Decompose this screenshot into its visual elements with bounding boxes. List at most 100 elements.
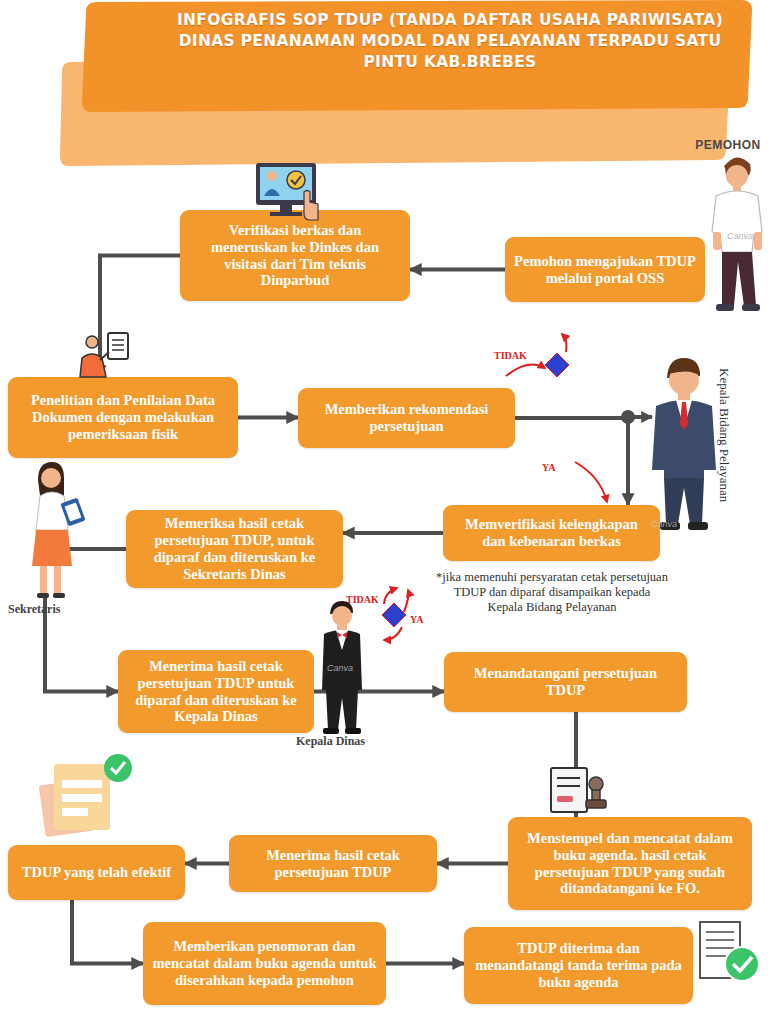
flow-arrow (515, 418, 628, 505)
decision-marker-part (404, 590, 409, 612)
stamp-icon-part (586, 800, 606, 808)
role-label: PEMOHON (686, 138, 768, 152)
applicant-figure-part (726, 165, 748, 187)
stamp-icon-part (589, 777, 603, 791)
flow-arrow (45, 549, 126, 692)
applicant-figure-part (725, 157, 751, 176)
flow-arrow (410, 268, 505, 272)
process-box: Menerima hasil cetak persetujuan TDUP un… (118, 650, 314, 733)
box-text: Menandatangani persetujuan TDUP (453, 665, 678, 699)
junction-leader-part (621, 410, 635, 424)
decision-marker-part (382, 603, 406, 627)
applicant-figure-part (722, 252, 756, 306)
analyst-icon-part (112, 339, 124, 341)
decision-label: YA (542, 462, 572, 473)
process-box: Menandatangani persetujuan TDUP (444, 652, 687, 712)
applicant-figure-part (712, 191, 762, 252)
approved-doc-icon (39, 754, 132, 837)
analyst-icon-part (100, 352, 109, 360)
applicant-figure-part (742, 304, 760, 311)
secretary-figure (32, 462, 86, 598)
applicant-figure-part (724, 159, 748, 170)
stamp-icon-part (592, 790, 600, 800)
flow-arrow (386, 962, 464, 966)
role-label: Kepala Dinas (296, 734, 386, 749)
box-text: Menstempel dan mencatat dalam buku agend… (517, 830, 743, 898)
junction-leader (621, 410, 652, 424)
officer-figure (652, 358, 716, 530)
process-box: Pemohon mengajukan TDUP melalui portal O… (505, 237, 705, 302)
box-text: Menerima hasil cetak persetujuan TDUP un… (127, 658, 305, 726)
flow-arrow (72, 900, 143, 964)
decision-marker-part (384, 588, 397, 604)
box-text: Memberikan penomoran dan mencatat dalam … (152, 938, 377, 989)
head-figure-part (326, 690, 358, 730)
computer-icon-part (291, 176, 301, 184)
secretary-figure-part (54, 566, 61, 594)
approved-doc-icon-part (62, 780, 102, 788)
note-text: *jika memenuhi persyaratan cetak persetu… (436, 570, 668, 615)
received-doc-icon-part (706, 939, 734, 941)
computer-icon-part (264, 189, 280, 196)
flow-arrow (437, 862, 508, 866)
analyst-icon-part (86, 336, 98, 348)
analyst-icon-part (80, 354, 106, 377)
stamp-icon-part (551, 768, 587, 812)
box-text: Menerima hasil cetak persetujuan TDUP (238, 847, 428, 881)
stamp-icon (551, 768, 606, 812)
decision-label: YA (410, 614, 440, 625)
process-box: TDUP yang telah efektif (8, 845, 185, 900)
process-box: Verifikasi berkas dan meneruskan ke Dink… (180, 210, 410, 301)
role-label: Sekretaris (8, 602, 88, 617)
process-box: Memberikan penomoran dan mencatat dalam … (143, 922, 386, 1005)
analyst-icon-part (108, 333, 128, 359)
decision-marker-part (545, 353, 569, 377)
box-text: TDUP diterima dan menandatangi tanda ter… (473, 940, 684, 991)
head-figure-part (336, 630, 348, 650)
stamp-icon-part (557, 785, 580, 787)
officer-figure-part (664, 478, 704, 524)
head-figure-part (337, 632, 347, 638)
applicant-figure-part (713, 232, 721, 250)
process-box: Menerima hasil cetak persetujuan TDUP (229, 835, 437, 892)
watermark: Canva (727, 231, 767, 241)
watermark: Canva (327, 663, 367, 673)
computer-icon-part (260, 167, 312, 200)
secretary-figure-part (40, 566, 47, 594)
officer-figure-part (680, 402, 688, 430)
box-text: Penelitian dan Penilaian Data Dokumen de… (17, 392, 229, 443)
received-doc-icon (700, 922, 759, 981)
applicant-figure-part (733, 186, 741, 192)
received-doc-icon-part (706, 947, 734, 949)
decision-label: TIDAK (494, 350, 544, 361)
approved-doc-icon-part (111, 762, 125, 773)
box-text: Memberikan rekomendasi persetujuan (307, 401, 506, 435)
officer-figure-part (668, 360, 700, 376)
box-text: Pemohon mengajukan TDUP melalui portal O… (514, 253, 696, 287)
watermark: Canva (651, 519, 691, 529)
flow-arrow (314, 690, 444, 694)
decision-marker-part (506, 364, 545, 376)
analyst-icon-part (112, 349, 124, 351)
process-box: TDUP diterima dan menandatangi tanda ter… (464, 927, 693, 1004)
officer-figure-part (669, 365, 699, 395)
title-text: INFOGRAFIS SOP TDUP (TANDA DAFTAR USAHA … (160, 10, 740, 73)
junction-leader-part (628, 415, 652, 419)
flow-arrow (343, 531, 443, 535)
received-doc-icon-part (733, 957, 752, 971)
secretary-figure-part (65, 502, 82, 521)
decision-marker-part (384, 627, 402, 640)
received-doc-icon-part (706, 955, 726, 957)
computer-icon-part (287, 171, 305, 189)
head-figure-part (332, 606, 352, 626)
head-figure-part (337, 624, 347, 630)
process-box: Menstempel dan mencatat dalam buku agend… (508, 817, 752, 910)
secretary-figure-part (60, 498, 85, 527)
process-box: Memverifikasi kelengkapan dan kebenaran … (443, 505, 660, 561)
box-text: Memeriksa hasil cetak persetujuan TDUP, … (135, 515, 334, 583)
approved-doc-icon-part (62, 808, 88, 816)
stamp-icon-part (557, 796, 573, 802)
flow-arrow (238, 416, 298, 420)
applicant-figure-part (754, 232, 762, 250)
head-figure-part (345, 728, 361, 734)
